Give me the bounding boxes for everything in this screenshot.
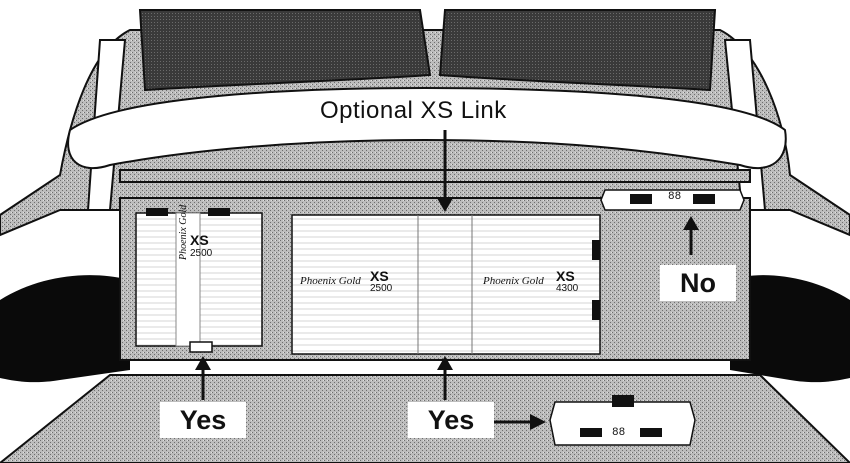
amp-left-series: XS — [190, 232, 209, 248]
amp-center-right-model: 4300 — [556, 283, 578, 294]
amp-center-left-series: XS — [370, 268, 389, 284]
mini-amp-top-display: 88 — [668, 191, 681, 203]
amp-left-model: 2500 — [190, 248, 212, 259]
amp-center-right-brand: Phoenix Gold — [483, 275, 544, 287]
crossbar — [120, 170, 750, 182]
amp-left — [136, 208, 262, 352]
yes-left-callout: Yes — [160, 402, 246, 438]
left-fender — [0, 275, 130, 382]
amp-center-left-brand: Phoenix Gold — [300, 275, 361, 287]
no-callout: No — [660, 265, 736, 301]
amp-left-brand: Phoenix Gold — [178, 205, 189, 260]
optional-link-label: Optional XS Link — [320, 97, 507, 125]
mini-amp-bottom-display: 88 — [612, 427, 625, 439]
amp-center-right-series: XS — [556, 268, 575, 284]
amp-center-left-model: 2500 — [370, 283, 392, 294]
yes-center-callout: Yes — [408, 402, 494, 438]
